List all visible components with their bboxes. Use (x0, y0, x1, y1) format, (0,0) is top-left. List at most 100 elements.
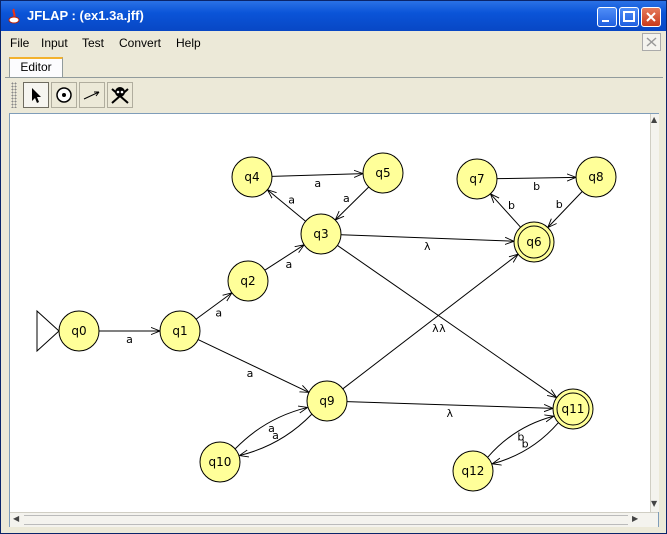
state-label: q4 (244, 170, 259, 184)
state-q10[interactable] (199, 441, 241, 483)
transition-label[interactable]: b (556, 198, 563, 211)
state-label: q11 (562, 402, 585, 416)
transition-q3-q11[interactable] (337, 244, 556, 397)
transition-creator-tool[interactable] (79, 82, 105, 108)
title-bar[interactable]: JFLAP : (ex1.3a.jff) (1, 1, 666, 31)
menu-input[interactable]: Input (41, 36, 68, 50)
state-q0[interactable] (58, 310, 100, 352)
transition-label[interactable]: b (508, 199, 515, 212)
maximize-icon (623, 11, 635, 22)
menu-bar: File Input Test Convert Help (1, 31, 666, 55)
state-label: q2 (240, 274, 255, 288)
window-title: JFLAP : (ex1.3a.jff) (27, 8, 144, 23)
transition-q2-q3[interactable] (264, 245, 304, 271)
minimize-icon (602, 20, 609, 22)
scroll-up-icon[interactable]: ▲ (651, 115, 658, 124)
state-q7[interactable] (456, 158, 498, 200)
state-creator-tool[interactable] (51, 82, 77, 108)
transition-q7-q8[interactable] (496, 177, 576, 178)
transition-q3-q4[interactable] (267, 190, 306, 222)
transition-q12-q11[interactable] (487, 416, 554, 458)
transition-q9-q11[interactable] (346, 401, 553, 409)
tab-editor[interactable]: Editor (9, 57, 63, 77)
transition-q5-q3[interactable] (335, 186, 370, 220)
menu-test[interactable]: Test (82, 36, 105, 50)
transition-label[interactable]: b (517, 431, 524, 444)
menu-help[interactable]: Help (176, 36, 201, 50)
horizontal-scrollbar[interactable]: ◀ ▶ (10, 512, 658, 527)
transition-label[interactable]: a (272, 429, 279, 442)
menu-convert[interactable]: Convert (119, 36, 162, 50)
horizontal-scroll-thumb[interactable] (24, 515, 628, 525)
skull-crossbones-icon (111, 87, 129, 104)
maximize-button[interactable] (619, 7, 639, 27)
transition-label[interactable]: a (247, 367, 254, 380)
transition-label[interactable]: λ (439, 322, 446, 335)
transition-q10-q9[interactable] (235, 407, 307, 449)
transition-label[interactable]: λ (432, 322, 439, 335)
attribute-editor-tool[interactable] (23, 82, 49, 108)
transition-label[interactable]: a (285, 258, 292, 271)
state-q3[interactable] (300, 213, 342, 255)
menu-file[interactable]: File (10, 36, 30, 50)
state-q4[interactable] (231, 156, 273, 198)
transition-q9-q10[interactable] (239, 414, 312, 455)
state-q11[interactable] (552, 388, 594, 430)
vertical-scrollbar[interactable]: ▲ ▼ (650, 114, 659, 512)
state-q1[interactable] (159, 310, 201, 352)
transition-label[interactable]: λ (446, 407, 453, 420)
transition-q8-q6[interactable] (548, 191, 583, 227)
transition-q1-q9[interactable] (197, 339, 309, 393)
state-label: q0 (71, 324, 86, 338)
minimize-button[interactable] (597, 7, 617, 27)
state-label: q8 (588, 170, 603, 184)
toolbar-grip[interactable] (11, 82, 17, 108)
transition-q3-q6[interactable] (340, 234, 514, 241)
transition-q4-q5[interactable] (271, 174, 363, 177)
transition-q6-q7[interactable] (490, 194, 521, 228)
jflap-app-icon (8, 8, 20, 24)
transition-label[interactable]: a (288, 193, 295, 206)
state-label: q1 (172, 324, 187, 338)
close-document-button[interactable] (642, 33, 661, 51)
close-icon (646, 37, 657, 47)
transition-label[interactable]: a (126, 333, 133, 346)
transition-q9-q6[interactable] (342, 254, 518, 390)
final-state-ring (517, 225, 551, 259)
transition-q1-q2[interactable] (195, 293, 232, 320)
transition-label[interactable]: a (268, 422, 275, 435)
state-label: q9 (319, 394, 334, 408)
state-label: q3 (313, 227, 328, 241)
state-label: q5 (375, 166, 390, 180)
scroll-left-icon[interactable]: ◀ (13, 514, 20, 523)
transition-q11-q12[interactable] (492, 422, 559, 464)
scroll-right-icon[interactable]: ▶ (632, 514, 639, 523)
transition-label[interactable]: a (215, 306, 222, 319)
transition-label[interactable]: λ (424, 240, 431, 253)
state-q8[interactable] (575, 156, 617, 198)
state-q9[interactable] (306, 380, 348, 422)
transition-label[interactable]: a (314, 177, 321, 190)
scroll-down-icon[interactable]: ▼ (651, 499, 658, 508)
state-label: q7 (469, 172, 484, 186)
state-q6[interactable] (513, 221, 555, 263)
state-label: q10 (209, 455, 232, 469)
close-button[interactable] (641, 7, 661, 27)
state-q5[interactable] (362, 152, 404, 194)
initial-state-marker (36, 309, 60, 353)
state-q12[interactable] (452, 450, 494, 492)
close-icon (646, 12, 656, 22)
state-q2[interactable] (227, 260, 269, 302)
editor-tab-strip: Editor (5, 55, 663, 78)
transition-label[interactable]: b (533, 180, 540, 193)
final-state-ring (556, 392, 590, 426)
transition-label[interactable]: a (343, 192, 350, 205)
transition-arrow-icon (83, 91, 100, 100)
state-circle-icon (56, 87, 72, 103)
transition-label[interactable]: b (522, 437, 529, 450)
state-label: q12 (462, 464, 485, 478)
deleter-tool[interactable] (107, 82, 133, 108)
